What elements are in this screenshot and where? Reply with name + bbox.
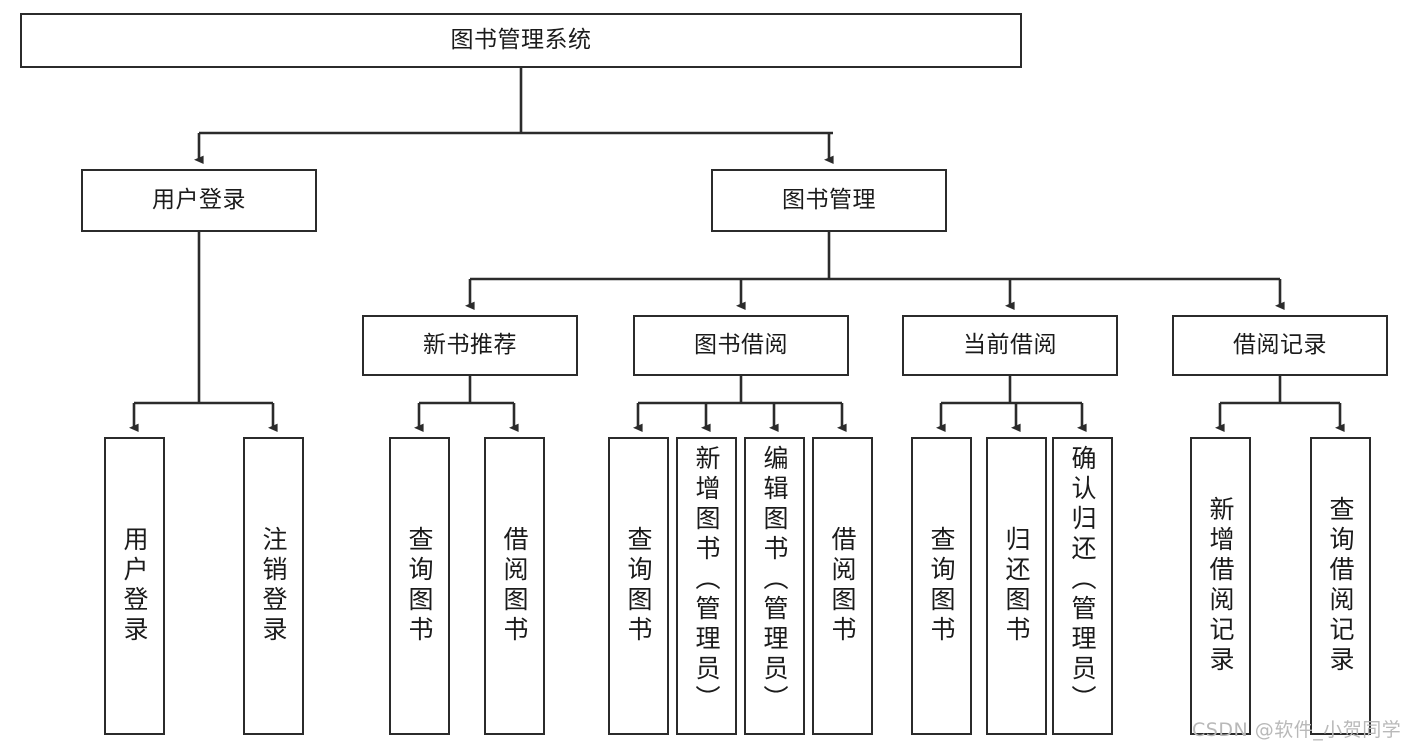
node-current-borrow-label: 当前借阅: [963, 331, 1057, 358]
node-current-borrow[interactable]: 当前借阅: [902, 315, 1118, 376]
node-book-manage-label: 图书管理: [782, 186, 876, 213]
node-leaf-rec-query-book[interactable]: 查询图书: [389, 437, 450, 735]
node-new-book-rec-label: 新书推荐: [423, 331, 517, 358]
node-leaf-br-query-record[interactable]: 查询借阅记录: [1310, 437, 1371, 735]
node-leaf-rec-query-book-label: 查询图书: [405, 526, 434, 646]
node-book-borrow[interactable]: 图书借阅: [633, 315, 849, 376]
node-leaf-rec-borrow-book[interactable]: 借阅图书: [484, 437, 545, 735]
node-leaf-user-logout-label: 注销登录: [259, 526, 288, 646]
node-user-login-label: 用户登录: [152, 186, 246, 213]
node-leaf-cb-confirm-return[interactable]: 确认归还（管理员）: [1052, 437, 1113, 735]
node-book-manage[interactable]: 图书管理: [711, 169, 947, 232]
node-leaf-bb-borrow-book-label: 借阅图书: [828, 526, 857, 646]
edges-borrow-record-to-leaves: [1215, 376, 1345, 433]
node-leaf-user-logout[interactable]: 注销登录: [243, 437, 304, 735]
node-leaf-bb-edit-book-label: 编辑图书（管理员）: [760, 445, 789, 715]
node-user-login[interactable]: 用户登录: [81, 169, 317, 232]
edges-user-login-to-leaves: [129, 232, 278, 433]
node-leaf-br-add-record[interactable]: 新增借阅记录: [1190, 437, 1251, 735]
edges-book-manage-to-level3: [465, 232, 1285, 311]
node-leaf-cb-return-book[interactable]: 归还图书: [986, 437, 1047, 735]
node-leaf-user-login-label: 用户登录: [120, 526, 149, 646]
node-leaf-br-add-record-label: 新增借阅记录: [1206, 496, 1235, 676]
edges-new-book-rec-to-leaves: [414, 376, 519, 433]
node-new-book-rec[interactable]: 新书推荐: [362, 315, 578, 376]
node-leaf-cb-confirm-return-label: 确认归还（管理员）: [1068, 445, 1097, 715]
node-leaf-bb-borrow-book[interactable]: 借阅图书: [812, 437, 873, 735]
edges-root-to-level2: [194, 68, 834, 165]
node-leaf-cb-return-book-label: 归还图书: [1002, 526, 1031, 646]
node-leaf-rec-borrow-book-label: 借阅图书: [500, 526, 529, 646]
node-leaf-bb-add-book[interactable]: 新增图书（管理员）: [676, 437, 737, 735]
edges-book-borrow-to-leaves: [633, 376, 847, 433]
node-root[interactable]: 图书管理系统: [20, 13, 1022, 68]
node-leaf-cb-query-book-label: 查询图书: [927, 526, 956, 646]
node-leaf-bb-query-book[interactable]: 查询图书: [608, 437, 669, 735]
node-root-label: 图书管理系统: [450, 26, 592, 53]
node-leaf-bb-edit-book[interactable]: 编辑图书（管理员）: [744, 437, 805, 735]
edges-current-borrow-to-leaves: [936, 376, 1087, 433]
node-leaf-bb-query-book-label: 查询图书: [624, 526, 653, 646]
node-borrow-record[interactable]: 借阅记录: [1172, 315, 1388, 376]
node-leaf-user-login[interactable]: 用户登录: [104, 437, 165, 735]
node-leaf-br-query-record-label: 查询借阅记录: [1326, 496, 1355, 676]
node-leaf-cb-query-book[interactable]: 查询图书: [911, 437, 972, 735]
node-borrow-record-label: 借阅记录: [1233, 331, 1327, 358]
node-leaf-bb-add-book-label: 新增图书（管理员）: [692, 445, 721, 715]
watermark-text: CSDN @软件_小贺同学: [1192, 719, 1402, 741]
node-book-borrow-label: 图书借阅: [694, 331, 788, 358]
